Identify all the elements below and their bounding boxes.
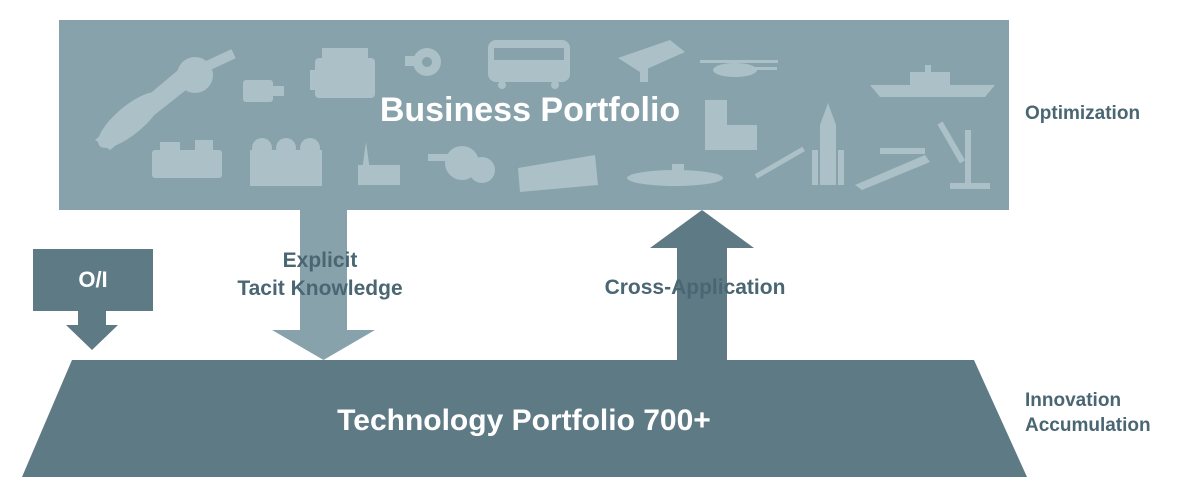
- motor-icon: [243, 80, 284, 102]
- gas-turbine-icon: [518, 155, 598, 192]
- compressor-icon: [428, 146, 495, 183]
- chiller-icon: [152, 140, 222, 178]
- technology-portfolio-box: [22, 360, 1027, 477]
- jet-engine-icon: [618, 40, 685, 82]
- cross-application-arrow: [650, 210, 754, 362]
- optimization-label: Optimization: [1025, 103, 1141, 124]
- power-plant-icon: [250, 138, 322, 186]
- bridge-icon: [855, 148, 930, 190]
- knowledge-arrow: [272, 210, 375, 360]
- submarine-icon: [627, 164, 723, 186]
- crane-icon: [937, 121, 990, 189]
- oi-down-arrow: [66, 311, 118, 350]
- helicopter-icon: [700, 60, 778, 77]
- turbine-blade-icon: [95, 49, 236, 150]
- knowledge-label: Explicit Tacit Knowledge: [210, 247, 430, 303]
- cross-application-label: Cross-Application: [604, 276, 786, 299]
- innovation-label-line1: Innovation: [1025, 390, 1122, 411]
- oi-label: O/I: [78, 267, 108, 292]
- rocket-icon: [812, 103, 844, 185]
- knowledge-label-line1: Explicit: [282, 249, 358, 272]
- missile-icon: [754, 146, 805, 179]
- train-icon: [488, 40, 570, 89]
- knowledge-label-line2: Tacit Knowledge: [237, 277, 403, 300]
- chemical-plant-icon: [358, 142, 400, 185]
- engine-block-icon: [310, 48, 375, 98]
- technology-portfolio-title: Technology Portfolio 700+: [337, 404, 711, 437]
- innovation-label-line2: Accumulation: [1025, 415, 1151, 436]
- turbocharger-icon: [405, 48, 441, 76]
- oi-box: [33, 249, 153, 311]
- factory-icon: [705, 100, 757, 150]
- ship-icon: [870, 65, 995, 97]
- innovation-accumulation-label: Innovation Accumulation: [1025, 388, 1151, 438]
- business-portfolio-title: Business Portfolio: [379, 91, 681, 129]
